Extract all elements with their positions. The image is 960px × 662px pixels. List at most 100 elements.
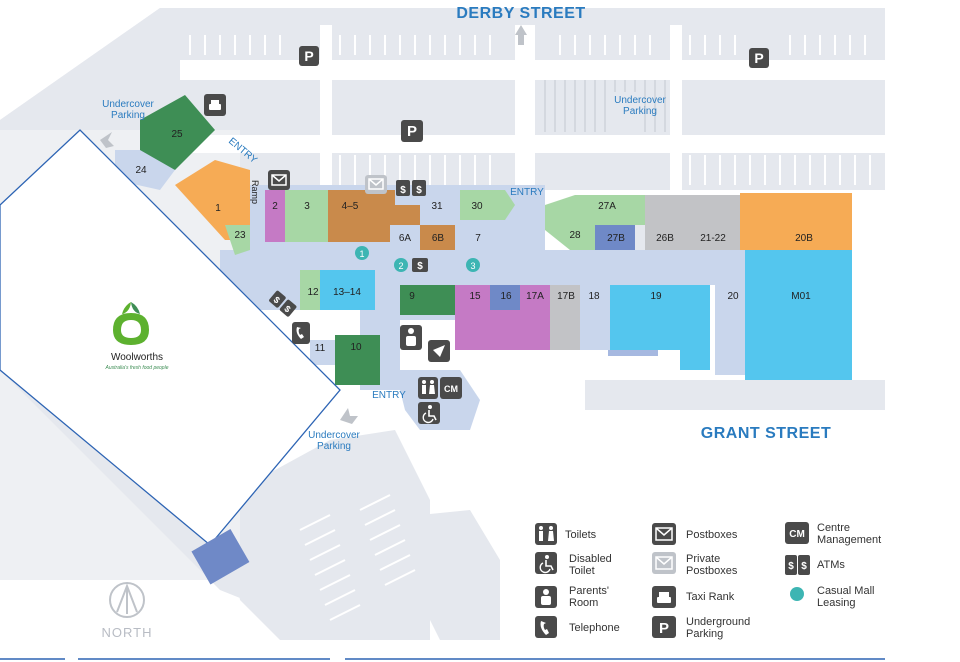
south-road: [420, 510, 500, 640]
woolworths-name: Woolworths: [111, 352, 163, 363]
shop-6b: [420, 225, 455, 250]
label-shop-18: 18: [588, 291, 600, 302]
svg-text:Parents': Parents': [569, 585, 609, 597]
ramp-label: Ramp: [250, 180, 260, 204]
svg-text:$: $: [416, 185, 422, 196]
svg-text:$: $: [272, 294, 282, 305]
shop-21-22: [645, 195, 740, 250]
shop-11: [310, 340, 335, 365]
svg-text:Room: Room: [569, 597, 598, 609]
parents-room-icon: [400, 325, 422, 350]
trolley-bay: [191, 529, 250, 585]
shop-7: [455, 225, 515, 250]
undercover-parking-label-nw-line1: Undercover: [102, 99, 154, 110]
map-icons: P P P $ $: [204, 46, 769, 424]
label-shop-9: 9: [409, 291, 415, 302]
label-shop-11: 11: [315, 343, 326, 354]
shop-2: [265, 190, 285, 242]
label-shop-27a: 27A: [598, 201, 616, 212]
svg-text:P: P: [407, 123, 417, 140]
svg-text:P: P: [304, 48, 313, 64]
underground-parking-icon: P: [749, 48, 769, 68]
casual-mall-leasing-icon: [790, 587, 804, 601]
legend-item-telephone: Telephone: [535, 616, 620, 638]
undercover-parking-hatch: [544, 80, 666, 132]
svg-text:$: $: [282, 303, 292, 314]
shop-m01: [745, 250, 852, 380]
legend-item-taxi-rank: Taxi Rank: [652, 586, 735, 608]
woolworths-anchor: Woolworths Australia's fresh food people: [0, 129, 341, 546]
svg-text:Toilet: Toilet: [569, 565, 595, 577]
shop-25: [140, 95, 215, 170]
label-shop-20b: 20B: [795, 233, 813, 244]
shop-19-strip: [608, 350, 658, 356]
svg-text:Management: Management: [817, 534, 881, 546]
label-shop-1: 1: [215, 203, 221, 214]
label-shop-16: 16: [500, 291, 512, 302]
atm-icon: $ $: [269, 290, 297, 317]
entry-label-s: ENTRY: [372, 390, 406, 401]
label-shop-12: 12: [307, 287, 319, 298]
atm-icon: $ $: [396, 180, 426, 196]
label-shop-2: 2: [272, 201, 278, 212]
label-shop-24: 24: [135, 165, 147, 176]
grant-street-label: GRANT STREET: [701, 425, 831, 442]
shop-20b: [740, 193, 852, 250]
toilets-icon: [535, 523, 557, 545]
atm-icon: [785, 555, 797, 575]
label-shop-3: 3: [304, 201, 310, 212]
shop-20: [715, 285, 745, 375]
north-indicator: NORTH: [102, 582, 151, 640]
legend: Toilets Disabled Toilet Parents' Room Te…: [535, 522, 881, 640]
shop-labels: 25 24 1 23 2 3 4–5 31 30 6A 6B 7 28 27A …: [135, 129, 813, 354]
label-shop-26b: 26B: [656, 233, 674, 244]
entrance-arrows: [100, 25, 527, 424]
shop-13-14: [320, 270, 375, 310]
undercover-parking-label-n-line2: Parking: [623, 106, 657, 117]
svg-text:3: 3: [470, 261, 475, 271]
svg-text:Private: Private: [686, 553, 720, 565]
svg-text:Centre: Centre: [817, 522, 850, 534]
casual-mall-leasing-markers: 1 2 3: [355, 246, 480, 272]
label-shop-20: 20: [727, 291, 739, 302]
svg-text:P: P: [754, 50, 763, 66]
entry-label-n: ENTRY: [510, 187, 544, 198]
arrow-icon: [515, 25, 527, 45]
woolworths-logo-icon: [113, 302, 149, 345]
shop-1: [175, 160, 250, 240]
svg-text:Underground: Underground: [686, 616, 750, 628]
undercover-parking-label-n-line1: Undercover: [614, 95, 666, 106]
woolworths-tagline: Australia's fresh food people: [105, 365, 169, 371]
label-shop-13-14: 13–14: [333, 287, 361, 298]
shop-18: [580, 285, 610, 350]
svg-text:P: P: [659, 620, 669, 637]
arrow-icon: [340, 408, 358, 424]
label-shop-6a: 6A: [399, 233, 412, 244]
shop-6a: [390, 225, 420, 250]
shops: [115, 95, 852, 385]
shop-30: [460, 190, 515, 220]
undercover-parking-label-s-line1: Undercover: [308, 430, 360, 441]
svg-text:$: $: [400, 185, 406, 196]
legend-item-private-postboxes: Private Postboxes: [652, 552, 738, 577]
label-shop-m01: M01: [791, 291, 811, 302]
label-shop-23: 23: [234, 230, 246, 241]
label-shop-25: 25: [171, 129, 183, 140]
shop-19: [610, 285, 710, 370]
legend-item-postboxes: Postboxes: [652, 523, 738, 545]
legend-item-underground-parking: P Underground Parking: [652, 616, 750, 640]
shop-16: [490, 285, 520, 310]
arrow-icon: [100, 132, 114, 148]
shop-12: [300, 270, 320, 310]
casual-mall-leasing-marker-1: 1: [355, 246, 369, 260]
derby-street-label: DERBY STREET: [456, 5, 585, 22]
shop-17b: [550, 285, 580, 350]
svg-text:CM: CM: [789, 529, 805, 540]
svg-text:$: $: [417, 261, 423, 272]
shop-27b: [595, 225, 635, 250]
legend-item-toilets: Toilets: [535, 523, 597, 545]
taxi-rank-icon: [204, 94, 226, 116]
legend-item-centre-management: CM Centre Management: [785, 522, 881, 546]
postbox-icon: [268, 170, 290, 190]
